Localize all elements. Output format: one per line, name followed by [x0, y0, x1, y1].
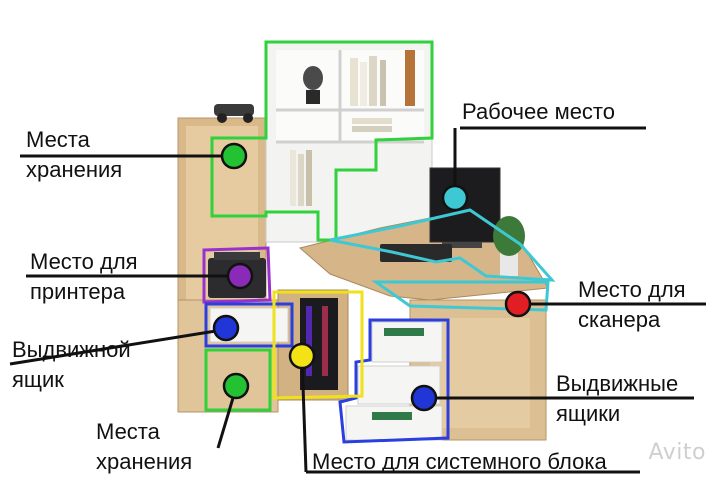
books — [290, 50, 415, 206]
label-storage-top-line1: Места — [26, 127, 90, 152]
label-drawers-line2: ящики — [556, 401, 621, 426]
printer-outline — [202, 246, 272, 304]
label-workplace: Рабочее место — [462, 99, 616, 124]
label-scanner-line1: Место для — [578, 277, 686, 302]
leader-lines — [9, 126, 706, 474]
label-storage-bottom-line2: хранения — [96, 449, 193, 474]
marker-storage-bottom — [222, 372, 250, 400]
label-printer-line1: Место для — [30, 249, 138, 274]
marker-printer — [226, 262, 254, 290]
label-scanner-line2: сканера — [578, 307, 661, 332]
label-storage-top-line2: хранения — [26, 157, 123, 182]
label-system-unit: Место для системного блока — [312, 449, 607, 474]
storage-bottom-outline — [204, 348, 272, 412]
label-storage-bottom-line1: Места — [96, 419, 160, 444]
system-unit-outline — [272, 290, 364, 400]
toy-car — [214, 104, 254, 123]
storage-top-outline — [210, 40, 434, 242]
marker-drawers — [410, 384, 438, 412]
marker-scanner — [504, 290, 532, 318]
lamp — [303, 66, 323, 104]
drawers-block — [345, 321, 443, 441]
marker-system-unit — [288, 342, 316, 370]
drawers-outline — [338, 318, 450, 444]
marker-drawer — [212, 314, 240, 342]
monitor — [429, 167, 501, 248]
label-drawer-line1: Выдвижной — [12, 337, 131, 362]
label-drawers-line1: Выдвижные — [556, 371, 679, 396]
workplace-outline — [329, 208, 556, 282]
label-drawer-line2: ящик — [12, 367, 64, 392]
marker-storage-top — [220, 142, 248, 170]
avito-watermark: Avito — [648, 440, 706, 465]
keyboard — [380, 244, 452, 262]
scanner-outline — [371, 280, 550, 312]
marker-workplace — [441, 184, 469, 212]
label-printer-line2: принтера — [30, 279, 126, 304]
